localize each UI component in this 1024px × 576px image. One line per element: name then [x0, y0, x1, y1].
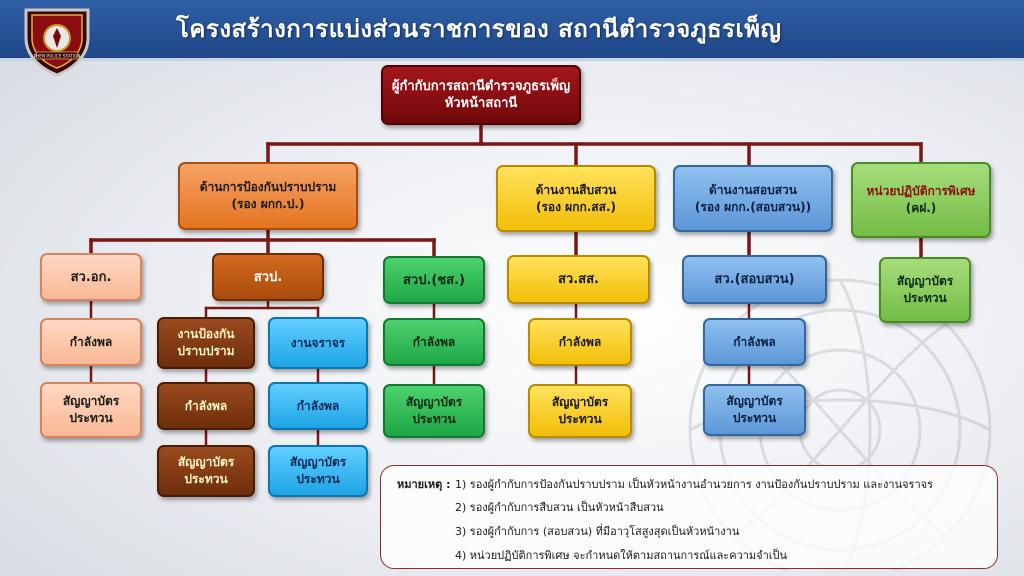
staffing-box: สัญญาบัตร ประทวน — [40, 382, 142, 438]
personnel-box: กำลังพล — [157, 382, 255, 430]
saw-inquiry-box: สว.(สอบสวน) — [682, 255, 827, 304]
saw-ss-label: สว.สส. — [558, 272, 599, 287]
personnel-label: กำลังพล — [558, 334, 602, 349]
personnel-label: กำลังพล — [412, 334, 456, 349]
special-unit-box: หน่วยปฏิบัติการพิเศษ (คฝ.) — [851, 162, 991, 238]
remark-line: 3) รองผู้กำกับการ (สอบสวน) ที่มีอาวุโสสู… — [455, 525, 740, 538]
header-bar: โครงสร้างการแบ่งส่วนราชการของ สถานีตำรวจ… — [0, 0, 1024, 61]
staffing-line1: สัญญาบัตร — [896, 274, 954, 288]
remark-line: 4) หน่วยปฏิบัติการพิเศษ จะกำหนดให้ตามสถา… — [455, 549, 788, 562]
staffing-box: สัญญาบัตร ประทวน — [157, 445, 255, 497]
special-staffing-box: สัญญาบัตร ประทวน — [879, 257, 971, 323]
inquiry-division-rank: (รอง ผกก.(สอบสวน)) — [694, 199, 812, 214]
staffing-line1: สัญญาบัตร — [405, 395, 463, 409]
saw-inquiry-label: สว.(สอบสวน) — [714, 272, 795, 287]
staffing-line1: สัญญาบัตร — [551, 395, 609, 409]
personnel-box: กำลังพล — [703, 318, 806, 366]
traffic-unit-label: งานจราจร — [290, 335, 346, 350]
staffing-box: สัญญาบัตร ประทวน — [383, 384, 485, 438]
staffing-box: สัญญาบัตร ประทวน — [703, 384, 806, 436]
special-unit-code: (คฝ.) — [905, 201, 937, 215]
staffing-line1: สัญญาบัตร — [177, 455, 235, 469]
staffing-line2: ประทวน — [732, 411, 777, 425]
staffing-box: สัญญาบัตร ประทวน — [268, 445, 368, 497]
prevention-division-rank: (รอง ผกก.ป.) — [231, 197, 305, 211]
personnel-label: กำลังพล — [69, 334, 113, 349]
staffing-box: สัญญาบัตร ประทวน — [528, 384, 632, 438]
page-title: โครงสร้างการแบ่งส่วนราชการของ สถานีตำรวจ… — [176, 15, 782, 43]
sawp-ss-label: สวป.(ชส.) — [402, 272, 465, 288]
special-unit-title: หน่วยปฏิบัติการพิเศษ — [866, 184, 976, 198]
remark-line: 1) รองผู้กำกับการป้องกันปราบปราม เป็นหัว… — [455, 478, 933, 491]
staffing-line1: สัญญาบัตร — [62, 394, 120, 408]
staffing-line2: ประทวน — [903, 291, 947, 305]
personnel-box: กำลังพล — [528, 318, 632, 366]
staffing-line1: สัญญาบัตร — [289, 455, 347, 469]
remarks-panel: หมายเหตุ : 1) รองผู้กำกับการป้องกันปราบป… — [380, 465, 998, 569]
prevention-unit-line2: ปราบปราม — [177, 344, 235, 358]
investigation-division-box: ด้านงานสืบสวน (รอง ผกก.สส.) — [496, 165, 656, 232]
police-shield-logo-icon: PHEN POLICE STATION — [24, 8, 90, 77]
personnel-box: กำลังพล — [383, 318, 485, 366]
remarks-label: หมายเหตุ : — [397, 478, 451, 491]
investigation-division-rank: (รอง ผกก.สส.) — [536, 199, 616, 214]
personnel-box: กำลังพล — [268, 382, 368, 430]
sawor-box: สว.อก. — [40, 253, 142, 301]
saw-ss-box: สว.สส. — [507, 255, 650, 304]
traffic-unit-box: งานจราจร — [268, 317, 368, 369]
personnel-label: กำลังพล — [296, 398, 340, 413]
prevention-division-box: ด้านการป้องกันปราบปราม (รอง ผกก.ป.) — [178, 162, 358, 230]
chief-title: ผู้กำกับการสถานีตำรวจภูธรเพ็ญ — [391, 79, 571, 94]
sawp-label: สวป. — [253, 269, 283, 285]
prevention-unit-box: งานป้องกัน ปราบปราม — [157, 317, 255, 369]
chief-box: ผู้กำกับการสถานีตำรวจภูธรเพ็ญ หัวหน้าสถา… — [381, 65, 581, 125]
investigation-division-title: ด้านงานสืบสวน — [535, 182, 617, 197]
staffing-line1: สัญญาบัตร — [726, 394, 783, 408]
logo-text: PHEN POLICE STATION — [34, 54, 81, 59]
personnel-label: กำลังพล — [733, 334, 776, 349]
sawp-ss-box: สวป.(ชส.) — [383, 256, 485, 304]
prevention-division-title: ด้านการป้องกันปราบปราม — [199, 180, 337, 194]
staffing-line2: ประทวน — [412, 412, 456, 426]
inquiry-division-box: ด้านงานสอบสวน (รอง ผกก.(สอบสวน)) — [673, 165, 833, 232]
sawp-box: สวป. — [212, 253, 324, 301]
staffing-line2: ประทวน — [296, 472, 340, 486]
prevention-unit-line1: งานป้องกัน — [177, 327, 235, 341]
sawor-label: สว.อก. — [70, 269, 112, 285]
chief-subtitle: หัวหน้าสถานี — [444, 96, 518, 111]
staffing-line2: ประทวน — [558, 412, 602, 426]
inquiry-division-title: ด้านงานสอบสวน — [709, 182, 797, 197]
personnel-label: กำลังพล — [184, 398, 228, 413]
personnel-box: กำลังพล — [40, 318, 142, 366]
staffing-line2: ประทวน — [184, 472, 228, 486]
remark-line: 2) รองผู้กำกับการสืบสวน เป็นหัวหน้าสืบสว… — [455, 501, 664, 514]
staffing-line2: ประทวน — [69, 411, 113, 425]
